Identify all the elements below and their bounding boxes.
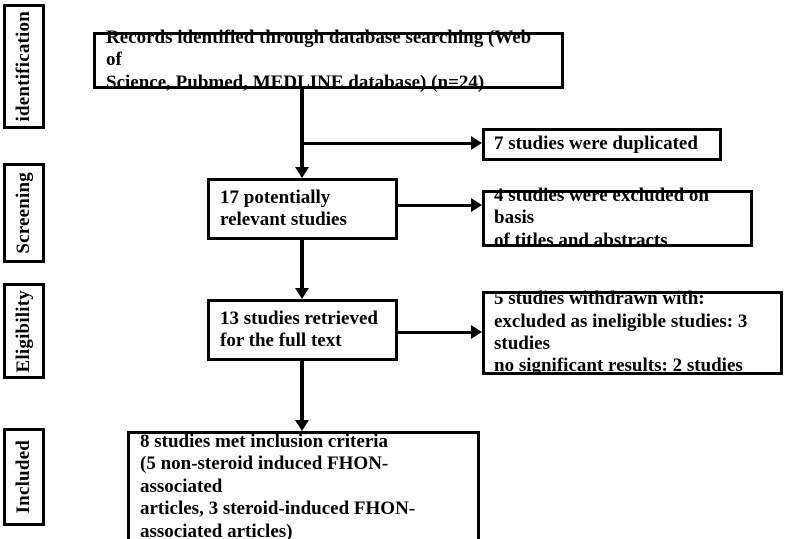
stage-label-screening: Screening	[13, 172, 34, 254]
connector-vertical-screening-to-eligibility	[300, 240, 304, 288]
box-withdrawn-text: 5 studies withdrawn with: excluded as in…	[494, 288, 748, 377]
stage-box-included: Included	[3, 428, 45, 526]
connector-horizontal-to-excluded-titles	[398, 204, 472, 207]
connector-horizontal-to-withdrawn	[398, 331, 472, 334]
stage-label-identification: identification	[13, 11, 34, 122]
box-included-final-text: 8 studies met inclusion criteria (5 non-…	[140, 430, 416, 539]
arrowhead-to-duplicated	[471, 136, 482, 150]
box-included-final: 8 studies met inclusion criteria (5 non-…	[127, 431, 480, 539]
box-retrieved-full-text: 13 studies retrieved for the full text	[207, 299, 398, 361]
connector-vertical-eligibility-to-included	[300, 361, 304, 420]
box-retrieved-full-text-text: 13 studies retrieved for the full text	[220, 307, 378, 351]
stage-box-eligibility: Eligibility	[3, 283, 45, 379]
arrowhead-to-retrieved-full-text	[295, 288, 309, 299]
box-records-identified-text: Records identified through database sear…	[106, 26, 532, 93]
arrowhead-to-included-final	[295, 420, 309, 431]
connector-horizontal-to-duplicated	[302, 142, 472, 145]
box-records-identified: Records identified through database sear…	[93, 27, 564, 93]
box-duplicated-text: 7 studies were duplicated	[494, 133, 698, 155]
arrowhead-to-excluded-titles	[471, 198, 482, 212]
arrowhead-to-withdrawn	[471, 325, 482, 339]
box-potentially-relevant-text: 17 potentially relevant studies	[220, 186, 347, 230]
stage-label-included: Included	[13, 440, 34, 514]
box-potentially-relevant: 17 potentially relevant studies	[207, 178, 398, 240]
connector-vertical-identified-to-screening	[300, 89, 304, 167]
stage-box-screening: Screening	[3, 163, 45, 263]
box-duplicated: 7 studies were duplicated	[482, 128, 722, 161]
arrowhead-to-potentially-relevant	[295, 167, 309, 178]
stage-box-identification: identification	[3, 4, 45, 129]
box-withdrawn: 5 studies withdrawn with: excluded as in…	[482, 288, 783, 377]
stage-label-eligibility: Eligibility	[13, 289, 34, 373]
box-excluded-titles-abstracts-text: 4 studies were excluded on basis of titl…	[494, 184, 709, 251]
box-excluded-titles-abstracts: 4 studies were excluded on basis of titl…	[482, 185, 753, 251]
